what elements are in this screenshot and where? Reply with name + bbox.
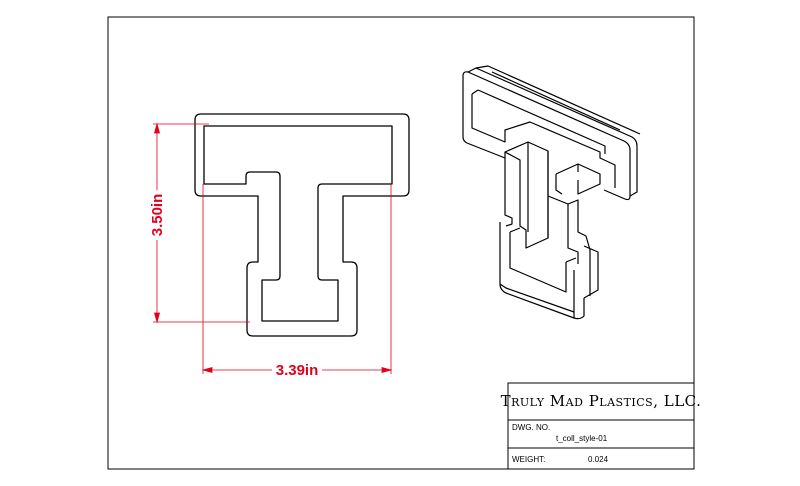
front-view-t-cutter (194, 113, 410, 337)
isometric-view-t-cutter (462, 65, 641, 320)
front-view-inner-outline (203, 125, 393, 322)
dimension-lines (153, 122, 393, 374)
iso-stem-front (504, 141, 549, 249)
width-dimension-label: 3.39in (276, 362, 319, 379)
title-block (507, 382, 695, 470)
drawing-number-label: DWG. NO. (512, 423, 550, 432)
sheet-border (107, 16, 695, 470)
drawing-number-value: t_coll_style-01 (556, 434, 608, 443)
weight-value: 0.024 (588, 455, 609, 464)
iso-top-bar-inner (471, 94, 616, 188)
height-dimension-label: 3.50in (149, 194, 166, 237)
company-name: Truly Mad Plastics, LLC. (501, 392, 702, 410)
front-view-outer-outline (194, 113, 410, 337)
weight-label: WEIGHT: (512, 455, 545, 464)
iso-top-bar-outer (462, 71, 631, 201)
title-block-frame (507, 382, 695, 470)
iso-bottom-foot (499, 222, 585, 320)
